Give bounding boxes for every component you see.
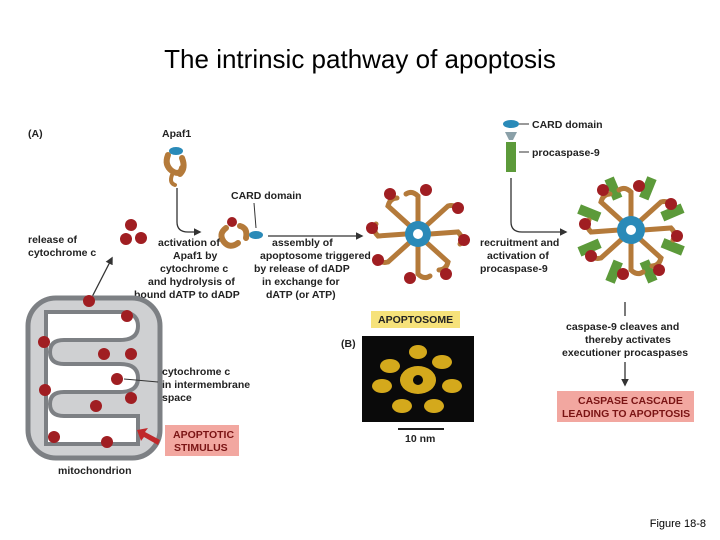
arrow-recruit — [510, 178, 568, 236]
svg-text:dATP (or ATP): dATP (or ATP) — [266, 289, 336, 301]
svg-text:apoptosome triggered: apoptosome triggered — [260, 250, 371, 262]
cascade-label-1: CASPASE CASCADE — [578, 395, 683, 407]
svg-text:cytochrome c: cytochrome c — [162, 366, 230, 378]
svg-text:cytochrome c: cytochrome c — [28, 247, 96, 259]
card-domain-mid-label: CARD domain — [231, 190, 302, 202]
recruitment-label: recruitment and activation of procaspase… — [480, 237, 559, 275]
cyto-leader — [123, 378, 159, 383]
arrow-apaf-down — [176, 188, 202, 236]
svg-text:by release of dADP: by release of dADP — [254, 263, 350, 275]
svg-text:thereby activates: thereby activates — [585, 334, 671, 346]
em-structure — [372, 345, 462, 413]
svg-text:cytochrome c: cytochrome c — [160, 263, 228, 275]
svg-text:recruitment and: recruitment and — [480, 237, 559, 249]
cleave-label: caspase-9 cleaves and thereby activates … — [562, 321, 688, 359]
released-cytochrome — [120, 219, 147, 245]
procaspase9-label: procaspase-9 — [532, 147, 600, 159]
svg-text:activation of: activation of — [487, 250, 549, 262]
scale-label: 10 nm — [405, 433, 435, 445]
svg-text:bound dATP to dADP: bound dATP to dADP — [134, 289, 240, 301]
svg-text:executioner procaspases: executioner procaspases — [562, 347, 688, 359]
panel-a-label: (A) — [28, 128, 43, 140]
stimulus-label-2: STIMULUS — [174, 442, 228, 454]
svg-text:space: space — [162, 392, 192, 404]
apoptosome-label-box — [371, 311, 460, 328]
svg-text:caspase-9 cleaves and: caspase-9 cleaves and — [566, 321, 679, 333]
svg-text:procaspase-9: procaspase-9 — [480, 263, 548, 275]
svg-text:activation of: activation of — [158, 237, 220, 249]
stimulus-arrow — [137, 428, 160, 445]
card-leader-line — [253, 202, 257, 229]
panel-b-label: (B) — [341, 338, 356, 350]
activation-label: activation of Apaf1 by cytochrome c and … — [134, 237, 240, 301]
cascade-label-2: LEADING TO APOPTOSIS — [562, 408, 690, 420]
svg-text:and hydrolysis of: and hydrolysis of — [148, 276, 235, 288]
assembly-label: assembly of apoptosome triggered by rele… — [254, 237, 371, 301]
arrow-release — [91, 256, 113, 298]
svg-text:in exchange for: in exchange for — [262, 276, 340, 288]
activated-apaf1 — [218, 217, 263, 249]
procaspase9-icon — [503, 120, 519, 172]
apaf1-monomer — [163, 147, 187, 187]
mitochondrion-label: mitochondrion — [58, 465, 132, 477]
mitochondrion — [25, 295, 163, 461]
figure-caption: Figure 18-8 — [649, 518, 706, 530]
cytochrome-space-label: cytochrome c in intermembrane space — [162, 366, 250, 404]
card-domain-top-label: CARD domain — [532, 119, 603, 131]
release-label: release of cytochrome c — [28, 234, 96, 259]
activated-apoptosome — [577, 176, 685, 284]
svg-text:release of: release of — [28, 234, 78, 246]
apoptosome-label: APOPTOSOME — [378, 314, 453, 326]
svg-text:assembly of: assembly of — [272, 237, 333, 249]
stimulus-box — [165, 425, 239, 456]
svg-text:Apaf1 by: Apaf1 by — [173, 250, 218, 262]
cascade-box — [557, 391, 694, 422]
page-title: The intrinsic pathway of apoptosis — [164, 44, 556, 74]
stimulus-label-1: APOPTOTIC — [173, 429, 234, 441]
apoptosome — [366, 184, 470, 284]
apaf1-label: Apaf1 — [162, 128, 191, 140]
svg-text:in intermembrane: in intermembrane — [162, 379, 250, 391]
